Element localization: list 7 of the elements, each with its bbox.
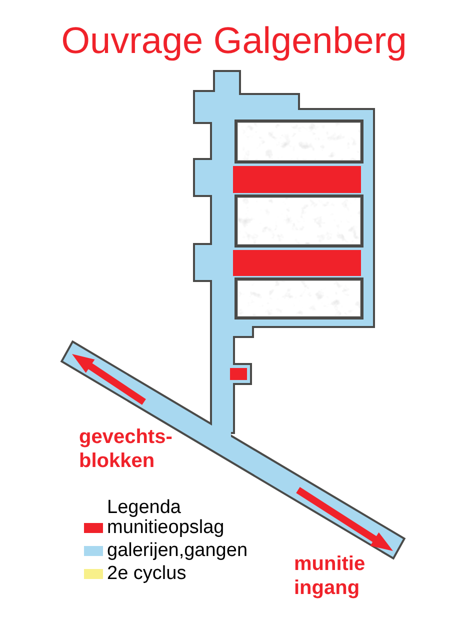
map-label: gevechts-blokken: [79, 425, 174, 473]
title: Ouvrage Galgenberg: [60, 20, 408, 62]
legend-text: 2e cyclus: [107, 563, 186, 585]
legend-text: galerijen,gangen: [107, 540, 248, 562]
legend-title: Legenda: [107, 496, 181, 519]
legend-text: munitieopslag: [107, 517, 224, 539]
map-label: munitie ingang: [294, 552, 366, 600]
